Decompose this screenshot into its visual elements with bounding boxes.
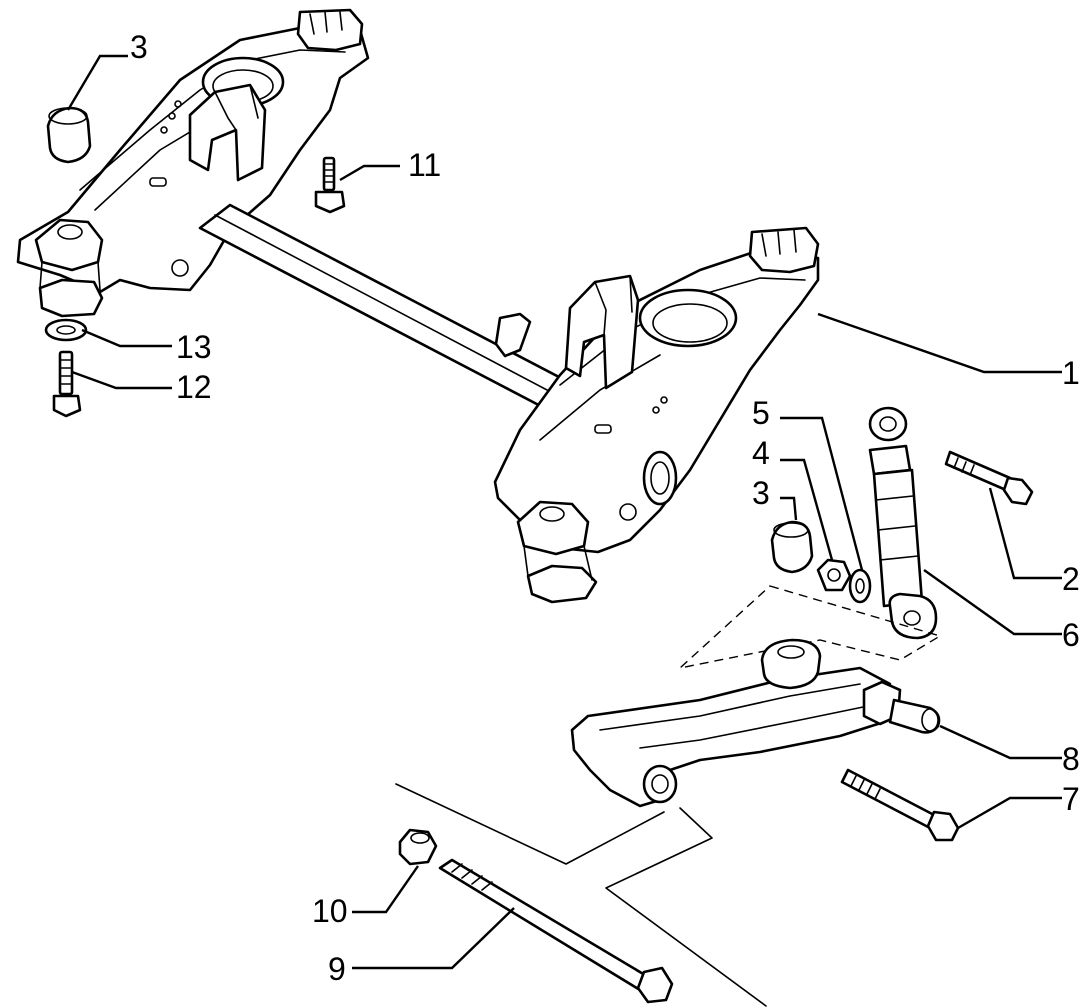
callout-6: 6 — [1062, 617, 1080, 653]
callout-2: 2 — [1062, 561, 1080, 597]
assembly-line — [395, 783, 665, 865]
bolt-11 — [314, 156, 346, 214]
callout-7: 7 — [1062, 781, 1080, 817]
bushing-collar-top — [46, 106, 92, 164]
callout-4: 4 — [752, 435, 770, 471]
bushing-collar-mid — [770, 520, 814, 574]
washer-5 — [848, 568, 872, 604]
bolt-9 — [438, 858, 674, 1004]
callout-5: 5 — [752, 395, 770, 431]
callout-10: 10 — [312, 893, 348, 929]
assembly-line-2 — [605, 807, 767, 1007]
callout-1: 1 — [1062, 355, 1080, 391]
nut-4 — [816, 558, 852, 592]
callout-13: 13 — [176, 329, 212, 365]
callout-labels: 3 11 13 12 1 5 4 3 2 6 8 7 10 9 — [130, 29, 1080, 987]
right-pivot-bushing — [516, 500, 598, 604]
bolt-12 — [52, 350, 82, 418]
callout-3-mid: 3 — [752, 475, 770, 511]
suspension-arm — [570, 638, 941, 808]
washer-13 — [44, 318, 88, 342]
bolt-7 — [840, 768, 960, 842]
shock-absorber — [868, 406, 938, 640]
rear-axle-beam — [16, 8, 820, 554]
left-pivot-bushing — [34, 218, 104, 318]
assembly-dashed-outline — [677, 585, 942, 670]
callout-3-top: 3 — [130, 29, 148, 65]
callout-11: 11 — [408, 147, 441, 183]
callout-9: 9 — [328, 951, 346, 987]
callout-leaders — [66, 54, 1062, 970]
nut-10 — [398, 828, 438, 866]
callout-8: 8 — [1062, 741, 1080, 777]
callout-12: 12 — [176, 369, 212, 405]
bolt-2 — [944, 450, 1034, 506]
